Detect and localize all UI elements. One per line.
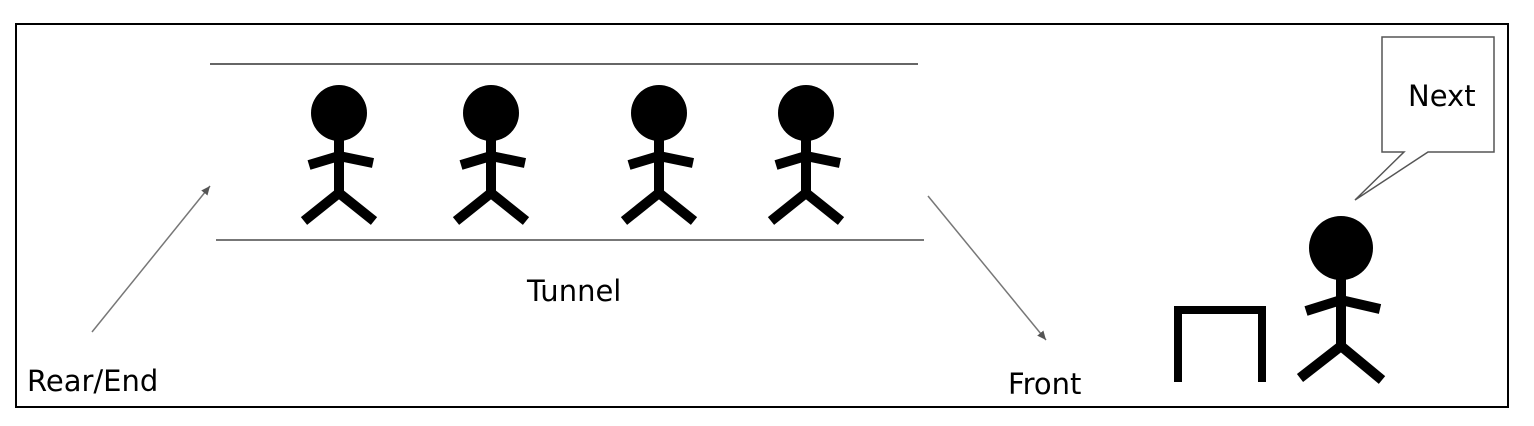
front-label: Front (1008, 367, 1082, 401)
tunnel-label: Tunnel (527, 274, 622, 308)
server-person-icon (1296, 216, 1386, 384)
front-arrow (927, 195, 1047, 341)
diagram-frame (15, 23, 1509, 408)
person-in-queue-2-icon (452, 85, 530, 225)
rear-arrow (91, 185, 211, 333)
next-speech-text: Next (1408, 79, 1476, 113)
speech-bubble (1354, 36, 1495, 201)
counter-desk-icon (1174, 306, 1266, 382)
rear-end-label: Rear/End (27, 364, 159, 398)
person-in-queue-3-icon (620, 85, 698, 225)
person-in-queue-1-icon (300, 85, 378, 225)
person-in-queue-4-icon (767, 85, 845, 225)
